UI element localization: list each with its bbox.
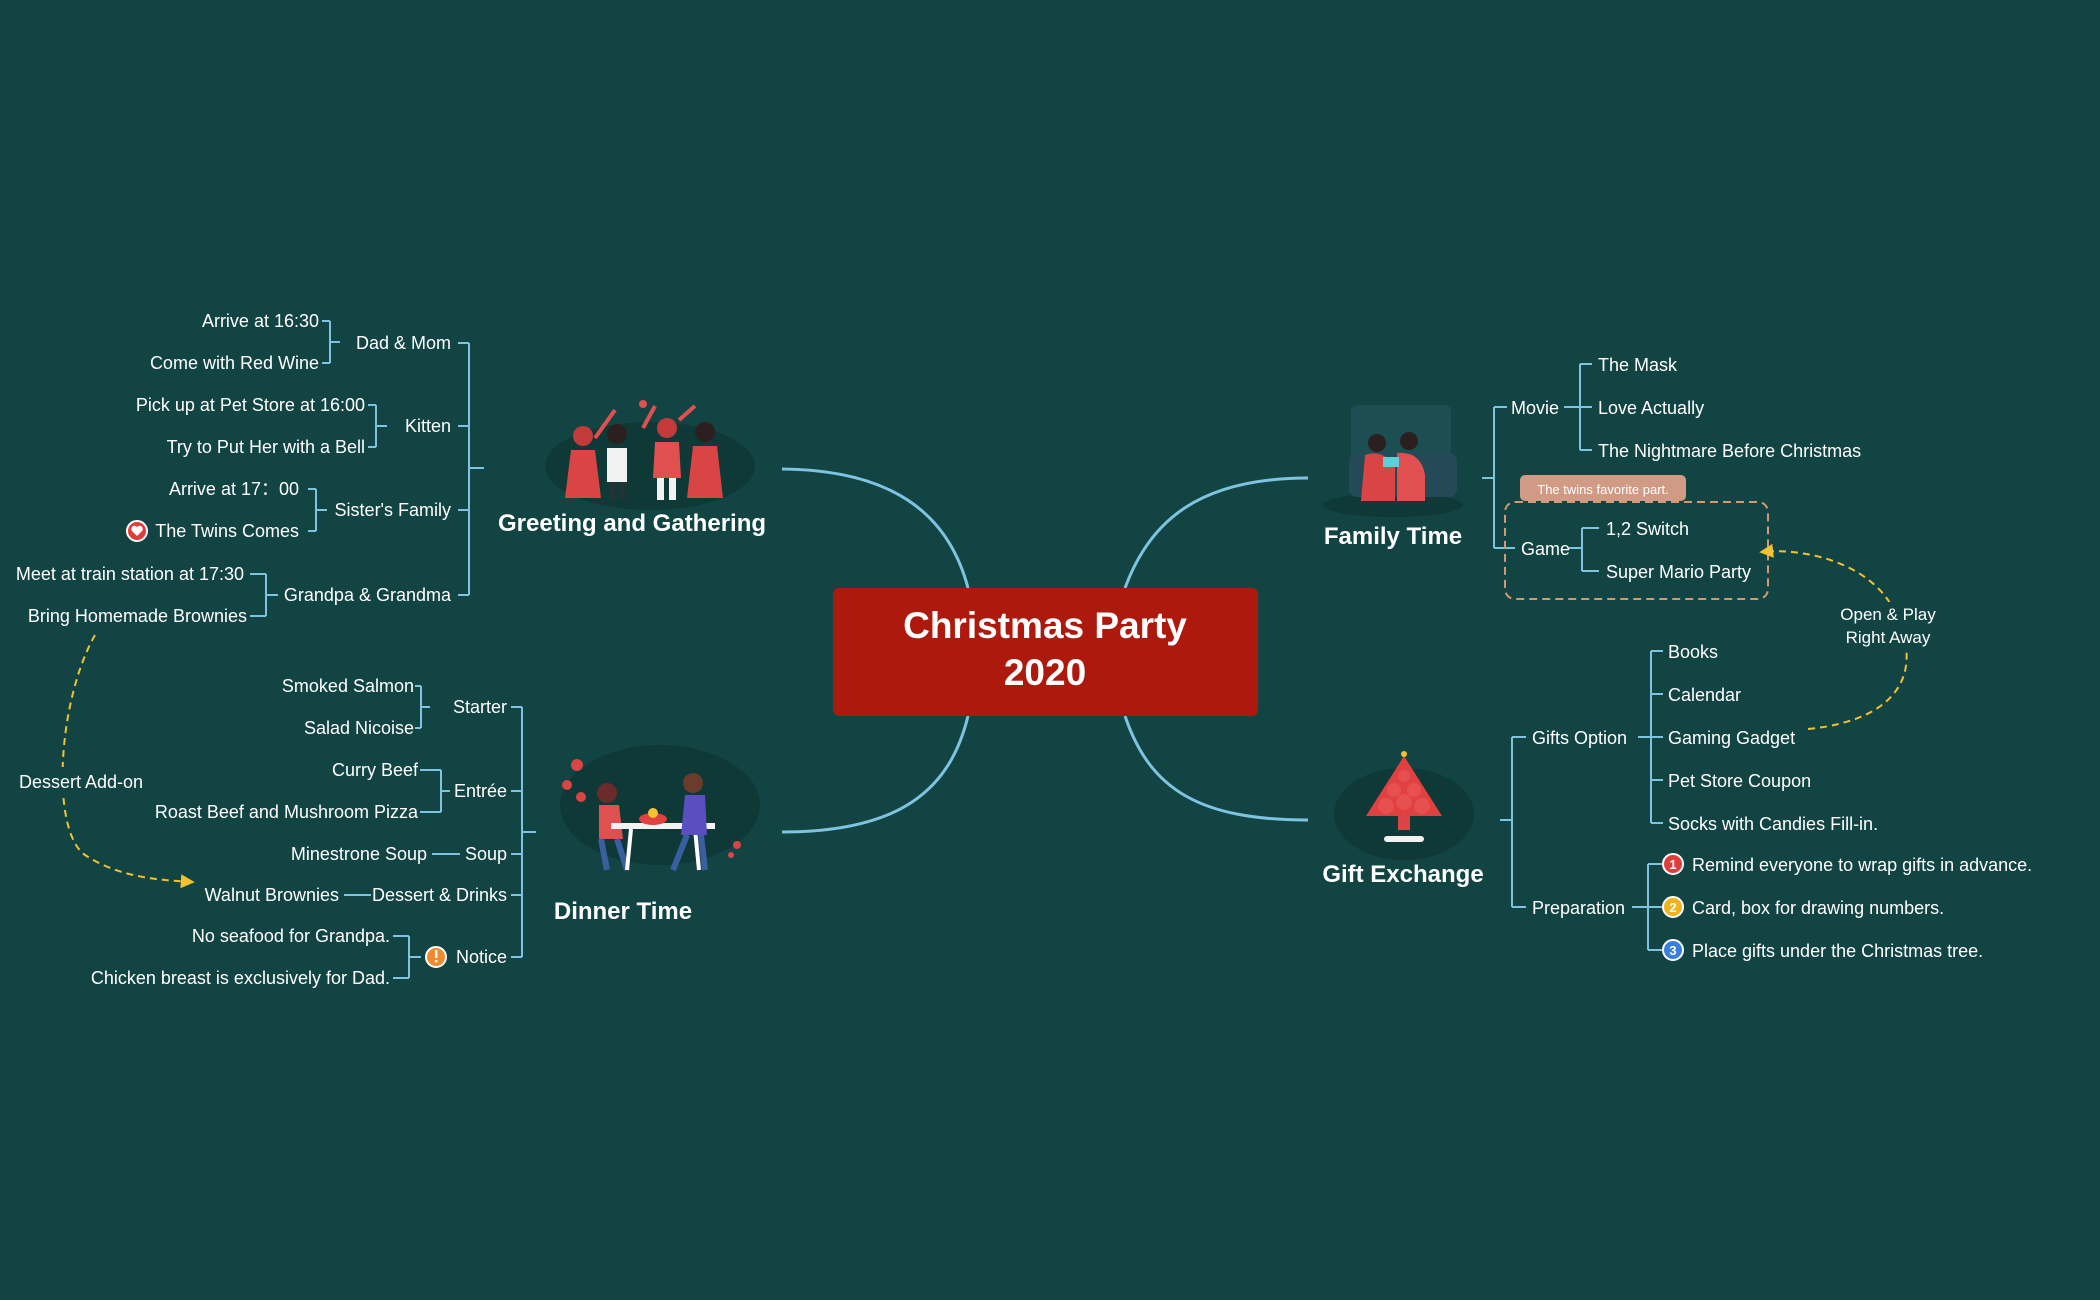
leaf-books: Books	[1668, 642, 1718, 662]
leaf-remind-wrap: Remind everyone to wrap gifts in advance…	[1692, 855, 2032, 875]
group-dad-mom: Dad & Mom	[356, 333, 451, 353]
greeting-connectors	[250, 320, 484, 617]
leaf-curry-beef: Curry Beef	[332, 760, 419, 780]
priority-2-icon: 2	[1662, 896, 1684, 918]
group-preparation: Preparation	[1532, 898, 1625, 918]
central-topic-box	[833, 588, 1258, 716]
branch-gift[interactable]: Gift Exchange Gifts Option Books Calenda…	[1322, 642, 2032, 961]
toasting-people-illustration	[545, 400, 755, 510]
group-dessert-drinks: Dessert & Drinks	[372, 885, 507, 905]
dinner-connectors	[344, 685, 536, 979]
game-group-boundary	[1504, 501, 1769, 600]
leaf-twins: The Twins Comes	[155, 521, 299, 541]
relationship-play-line2: Right Away	[1846, 628, 1931, 647]
branch-greeting[interactable]: Greeting and Gathering Dad & Mom Arrive …	[16, 311, 766, 626]
leaf-walnut-brownies: Walnut Brownies	[205, 885, 339, 905]
leaf-card-box: Card, box for drawing numbers.	[1692, 898, 1944, 918]
heart-icon	[126, 520, 148, 542]
christmas-tree-illustration	[1334, 751, 1474, 860]
dinner-nodes: Starter Smoked Salmon Salad Nicoise Entr…	[91, 676, 507, 988]
priority-3-icon: 3	[1662, 939, 1684, 961]
group-grandparents: Grandpa & Grandma	[284, 585, 452, 605]
svg-text:1: 1	[1669, 857, 1676, 872]
gift-connectors	[1500, 650, 1663, 951]
group-kitten: Kitten	[405, 416, 451, 436]
group-game: Game	[1521, 539, 1570, 559]
group-soup: Soup	[465, 844, 507, 864]
leaf-love-actually: Love Actually	[1598, 398, 1704, 418]
game-callout: The twins favorite part.	[1520, 475, 1686, 501]
leaf-mario-party: Super Mario Party	[1606, 562, 1751, 582]
central-topic[interactable]: Christmas Party 2020	[833, 588, 1258, 716]
leaf-red-wine: Come with Red Wine	[150, 353, 319, 373]
svg-text:3: 3	[1669, 943, 1676, 958]
game-callout-text: The twins favorite part.	[1537, 482, 1669, 497]
relationship-play-line1: Open & Play	[1840, 605, 1936, 624]
relationship-dessert-addon[interactable]: Dessert Add-on	[12, 634, 195, 889]
couch-couple-illustration	[1323, 405, 1463, 517]
leaf-place-gifts: Place gifts under the Christmas tree.	[1692, 941, 1983, 961]
family-nodes: Movie The Mask Love Actually The Nightma…	[1511, 355, 1861, 582]
dinner-couple-illustration	[560, 745, 760, 872]
greeting-title: Greeting and Gathering	[498, 510, 766, 537]
relationship-dessert-label: Dessert Add-on	[19, 772, 143, 792]
leaf-gaming-gadget: Gaming Gadget	[1668, 728, 1795, 748]
main-branch-lines	[781, 467, 1309, 834]
leaf-the-mask: The Mask	[1598, 355, 1678, 375]
group-movie: Movie	[1511, 398, 1559, 418]
relationship-open-play[interactable]: Open & Play Right Away	[1759, 543, 1942, 730]
branch-family[interactable]: Family Time The twins favorite part. Mov…	[1323, 355, 1861, 600]
greeting-nodes: Dad & Mom Arrive at 16:30 Come with Red …	[16, 311, 452, 626]
central-title-line2: 2020	[1004, 652, 1086, 693]
leaf-salmon: Smoked Salmon	[282, 676, 414, 696]
leaf-arrive-1700: Arrive at 17：00	[169, 479, 299, 499]
leaf-arrive-1630: Arrive at 16:30	[202, 311, 319, 331]
group-gifts-option: Gifts Option	[1532, 728, 1627, 748]
leaf-pet-store: Pick up at Pet Store at 16:00	[136, 395, 365, 415]
leaf-salad: Salad Nicoise	[304, 718, 414, 738]
exclamation-icon	[425, 946, 447, 968]
leaf-minestrone: Minestrone Soup	[291, 844, 427, 864]
leaf-pet-store-coupon: Pet Store Coupon	[1668, 771, 1811, 791]
group-entree: Entrée	[454, 781, 507, 801]
branch-dinner[interactable]: Dinner Time Starter Smoked Salmon Salad …	[91, 676, 760, 988]
leaf-chicken: Chicken breast is exclusively for Dad.	[91, 968, 390, 988]
leaf-calendar: Calendar	[1668, 685, 1741, 705]
central-title-line1: Christmas Party	[903, 605, 1187, 646]
priority-1-icon: 1	[1662, 853, 1684, 875]
gift-nodes: Gifts Option Books Calendar Gaming Gadge…	[1532, 642, 2032, 961]
leaf-switch: 1,2 Switch	[1606, 519, 1689, 539]
dinner-title: Dinner Time	[554, 898, 692, 925]
leaf-nightmare: The Nightmare Before Christmas	[1598, 441, 1861, 461]
leaf-no-seafood: No seafood for Grandpa.	[192, 926, 390, 946]
gift-title: Gift Exchange	[1322, 861, 1483, 888]
leaf-socks: Socks with Candies Fill-in.	[1668, 814, 1878, 834]
family-title: Family Time	[1324, 523, 1462, 550]
leaf-pizza: Roast Beef and Mushroom Pizza	[155, 802, 419, 822]
group-sisters-family: Sister's Family	[335, 500, 451, 520]
leaf-bell: Try to Put Her with a Bell	[167, 437, 365, 457]
svg-text:2: 2	[1669, 900, 1676, 915]
group-starter: Starter	[453, 697, 507, 717]
leaf-brownies: Bring Homemade Brownies	[28, 606, 247, 626]
group-notice: Notice	[456, 947, 507, 967]
leaf-train-station: Meet at train station at 17:30	[16, 564, 244, 584]
family-connectors	[1482, 363, 1599, 572]
